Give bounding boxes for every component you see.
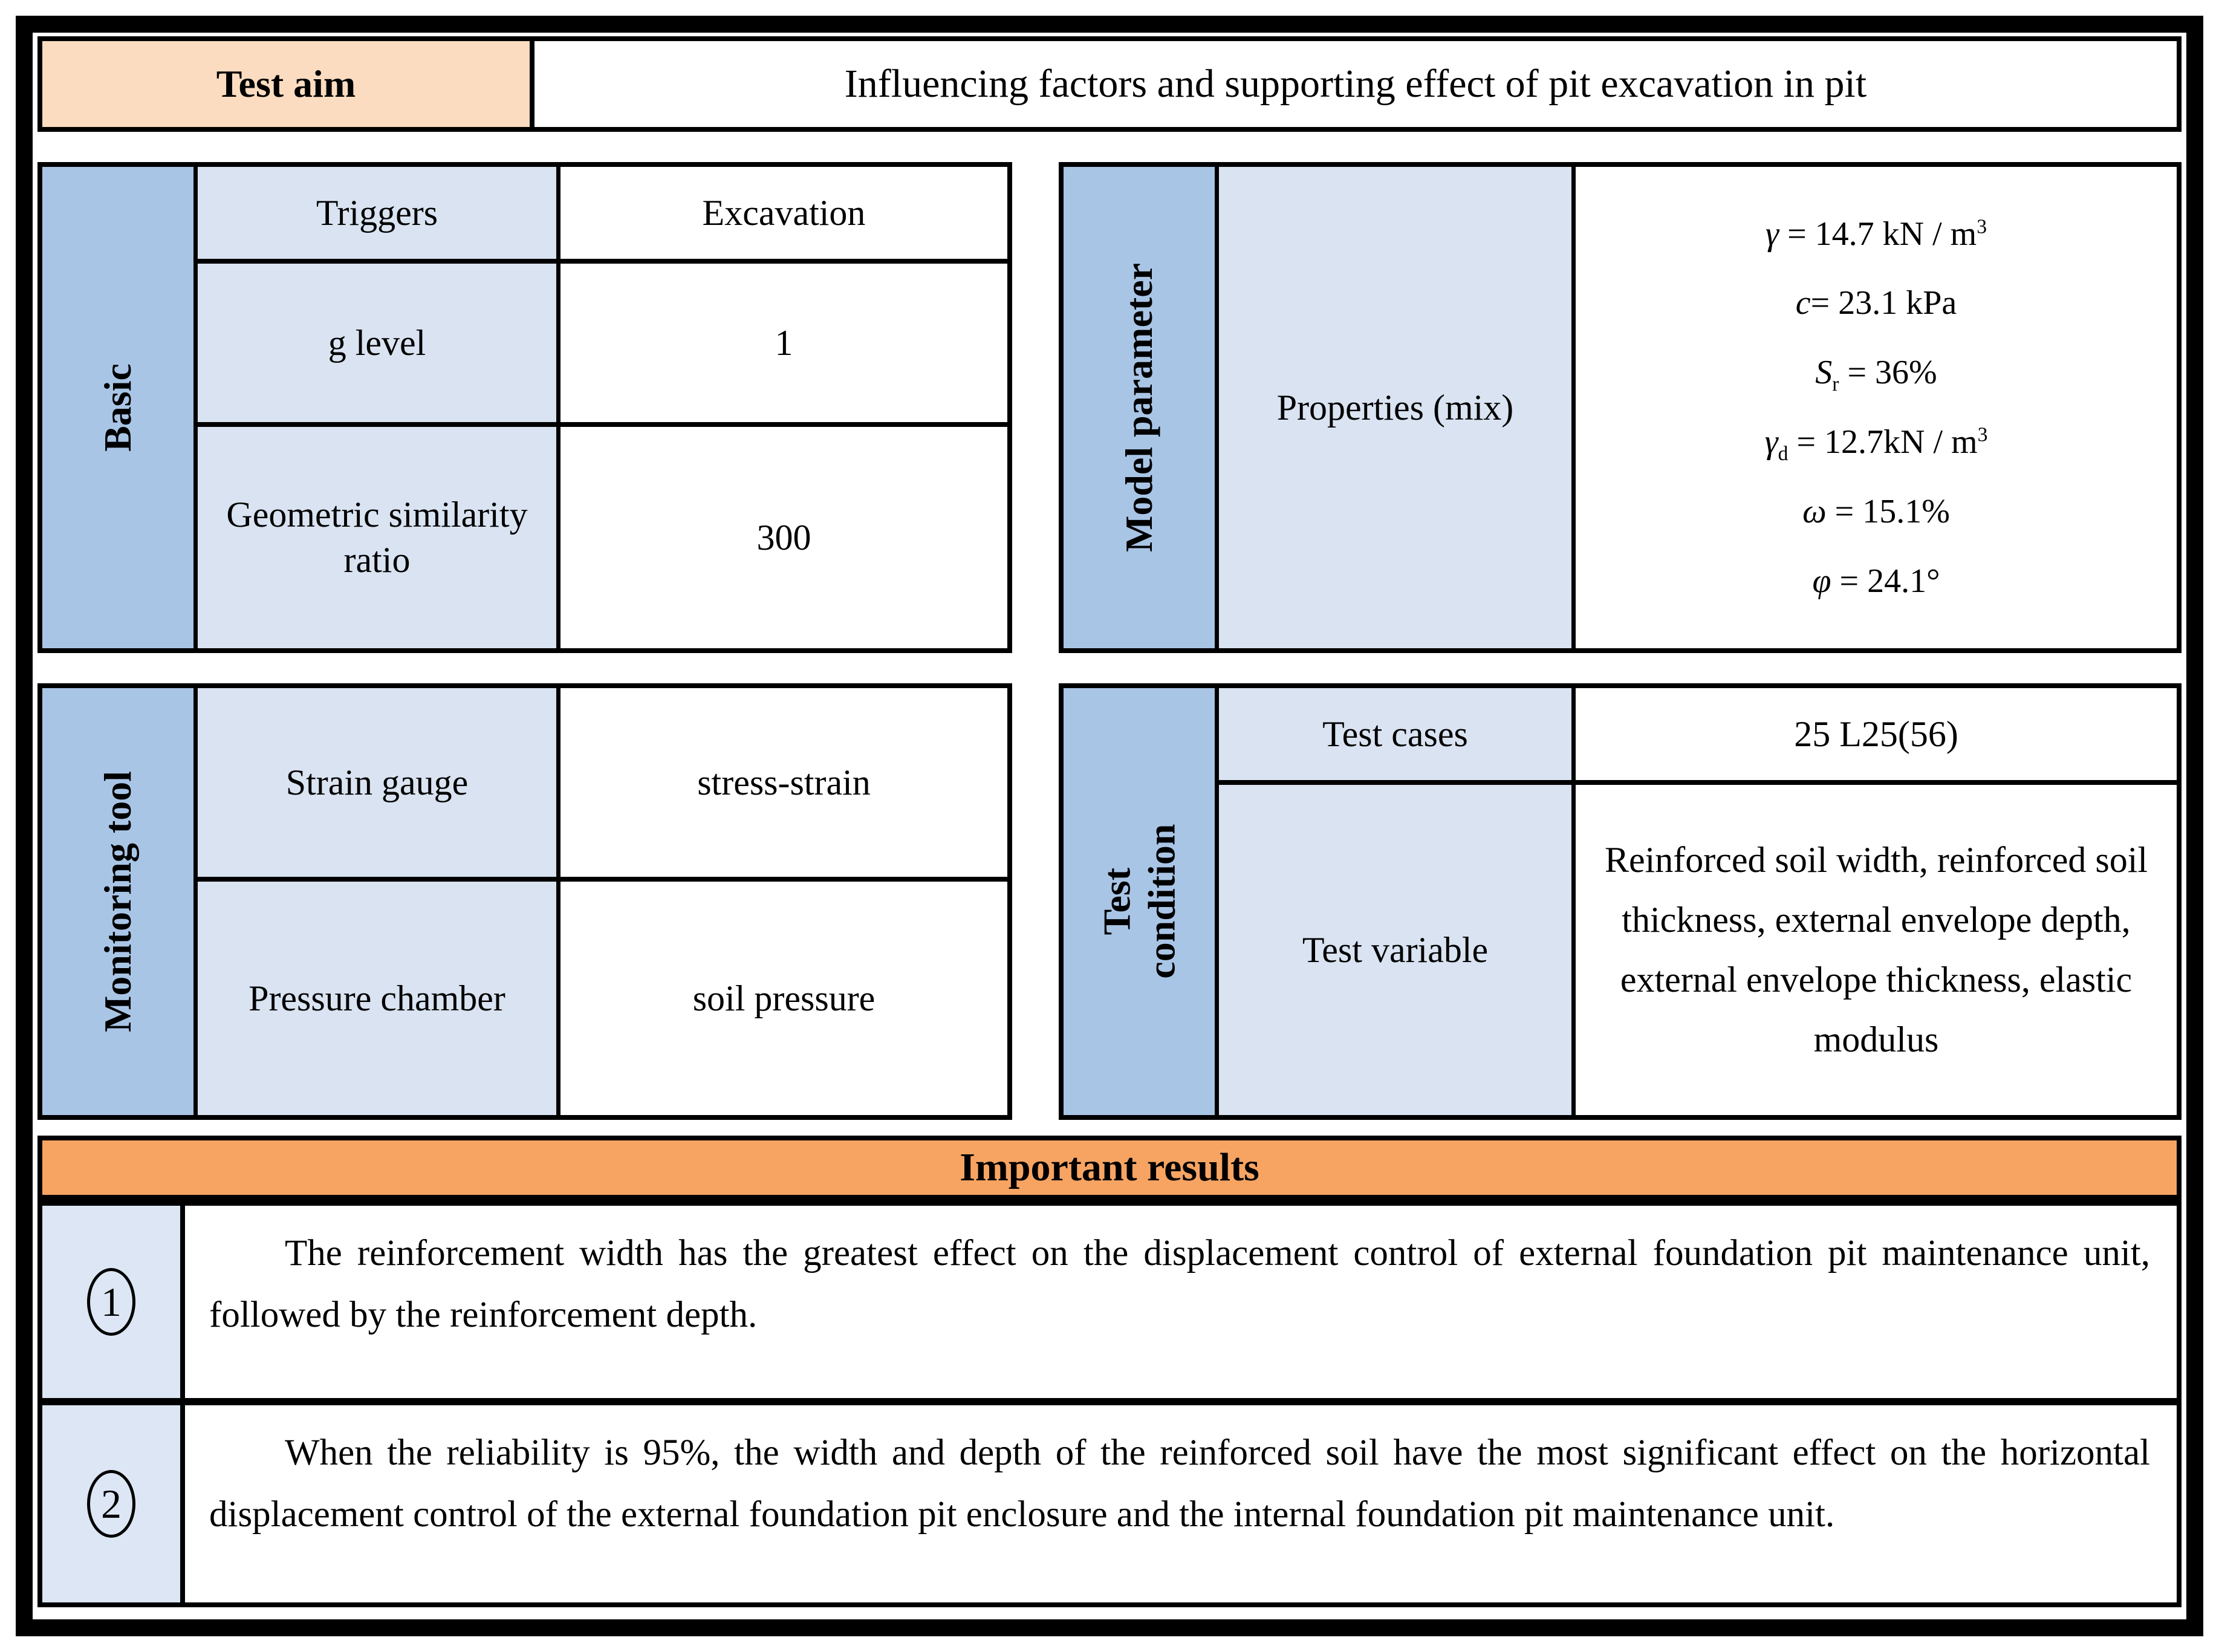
test-condition-header-label: Test condition <box>1094 824 1183 979</box>
table-row: Pressure chamber soil pressure <box>198 882 1007 1115</box>
table-row: Strain gauge stress-strain <box>198 688 1007 882</box>
g-level-label-cell: g level <box>198 264 560 422</box>
circled-number-1: 1 <box>87 1268 135 1336</box>
result-number-cell: 2 <box>42 1405 185 1602</box>
monitoring-tool-header-label: Monitoring tool <box>96 771 139 1032</box>
model-parameter-rows: Properties (mix) γ = 14.7 kN / m3 c= 23.1… <box>1219 167 2177 648</box>
test-aim-value-cell: Influencing factors and supporting effec… <box>534 41 2177 127</box>
test-cases-value-cell: 25 L25(56) <box>1576 688 2177 780</box>
pressure-chamber-value-cell: soil pressure <box>560 882 1007 1115</box>
result-row-1: 1 The reinforcement width has the greate… <box>42 1206 2177 1405</box>
test-variable-label-cell: Test variable <box>1219 785 1576 1115</box>
test-cases-label-cell: Test cases <box>1219 688 1576 780</box>
model-parameter-header-cell: Model parameter <box>1064 167 1219 648</box>
table-row: Geometric similarity ratio 300 <box>198 427 1007 648</box>
outer-frame: Test aim Influencing factors and support… <box>16 16 2203 1636</box>
test-variable-value-cell: Reinforced soil width, reinforced soil t… <box>1576 785 2177 1115</box>
monitoring-tool-block: Monitoring tool Strain gauge stress-stra… <box>37 683 1012 1120</box>
basic-header-label: Basic <box>96 363 139 452</box>
triggers-value-cell: Excavation <box>560 167 1007 259</box>
geometric-ratio-value-cell: 300 <box>560 427 1007 648</box>
strain-gauge-value-cell: stress-strain <box>560 688 1007 877</box>
basic-header-cell: Basic <box>42 167 198 648</box>
section-gap <box>37 132 2182 162</box>
table-row: Triggers Excavation <box>198 167 1007 264</box>
strain-gauge-label-cell: Strain gauge <box>198 688 560 877</box>
test-aim-header-cell: Test aim <box>42 41 534 127</box>
g-level-value-cell: 1 <box>560 264 1007 422</box>
properties-label-cell: Properties (mix) <box>1219 167 1576 648</box>
monitoring-rows: Strain gauge stress-strain Pressure cham… <box>198 688 1007 1115</box>
result-row-2: 2 When the reliability is 95%, the width… <box>42 1405 2177 1602</box>
model-parameter-header-label: Model parameter <box>1117 262 1160 553</box>
circled-number-2: 2 <box>87 1470 135 1538</box>
triggers-label-cell: Triggers <box>198 167 560 259</box>
properties-value-cell: γ = 14.7 kN / m3 c= 23.1 kPa Sr = 36% γd = … <box>1576 167 2177 648</box>
property-line: c= 23.1 kPa <box>1795 284 1957 322</box>
section-basic-model: Basic Triggers Excavation g level 1 Geom… <box>37 162 2182 653</box>
test-condition-header-line1: Test <box>1095 868 1139 935</box>
important-results-header: Important results <box>37 1136 2182 1200</box>
geometric-ratio-label-cell: Geometric similarity ratio <box>198 427 560 648</box>
basic-rows: Triggers Excavation g level 1 Geometric … <box>198 167 1007 648</box>
model-parameter-block: Model parameter Properties (mix) γ = 14.… <box>1059 162 2182 653</box>
property-line: ω = 15.1% <box>1802 492 1950 530</box>
table-row: Test cases 25 L25(56) <box>1219 688 2177 785</box>
pressure-chamber-label-cell: Pressure chamber <box>198 882 560 1115</box>
test-aim-row: Test aim Influencing factors and support… <box>37 36 2182 132</box>
test-condition-header-line2: condition <box>1140 824 1183 980</box>
table-row: Test variable Reinforced soil width, rei… <box>1219 785 2177 1115</box>
property-line: γd = 12.7kN / m3 <box>1764 423 1988 466</box>
property-line: γ = 14.7 kN / m3 <box>1765 215 1987 253</box>
important-results-block: 1 The reinforcement width has the greate… <box>37 1200 2182 1607</box>
table-row: g level 1 <box>198 264 1007 427</box>
property-line: φ = 24.1° <box>1812 562 1940 600</box>
result-number-cell: 1 <box>42 1206 185 1398</box>
property-line: Sr = 36% <box>1815 354 1937 396</box>
test-condition-header-cell: Test condition <box>1064 688 1219 1115</box>
result-text-2: When the reliability is 95%, the width a… <box>185 1405 2177 1602</box>
monitoring-tool-header-cell: Monitoring tool <box>42 688 198 1115</box>
section-gap <box>37 1120 2182 1136</box>
basic-block: Basic Triggers Excavation g level 1 Geom… <box>37 162 1012 653</box>
section-monitoring-condition: Monitoring tool Strain gauge stress-stra… <box>37 683 2182 1120</box>
test-condition-block: Test condition Test cases 25 L25(56) Tes… <box>1059 683 2182 1120</box>
result-text-1: The reinforcement width has the greatest… <box>185 1206 2177 1398</box>
table-row: Properties (mix) γ = 14.7 kN / m3 c= 23.1… <box>1219 167 2177 648</box>
section-gap <box>37 653 2182 683</box>
test-condition-rows: Test cases 25 L25(56) Test variable Rein… <box>1219 688 2177 1115</box>
